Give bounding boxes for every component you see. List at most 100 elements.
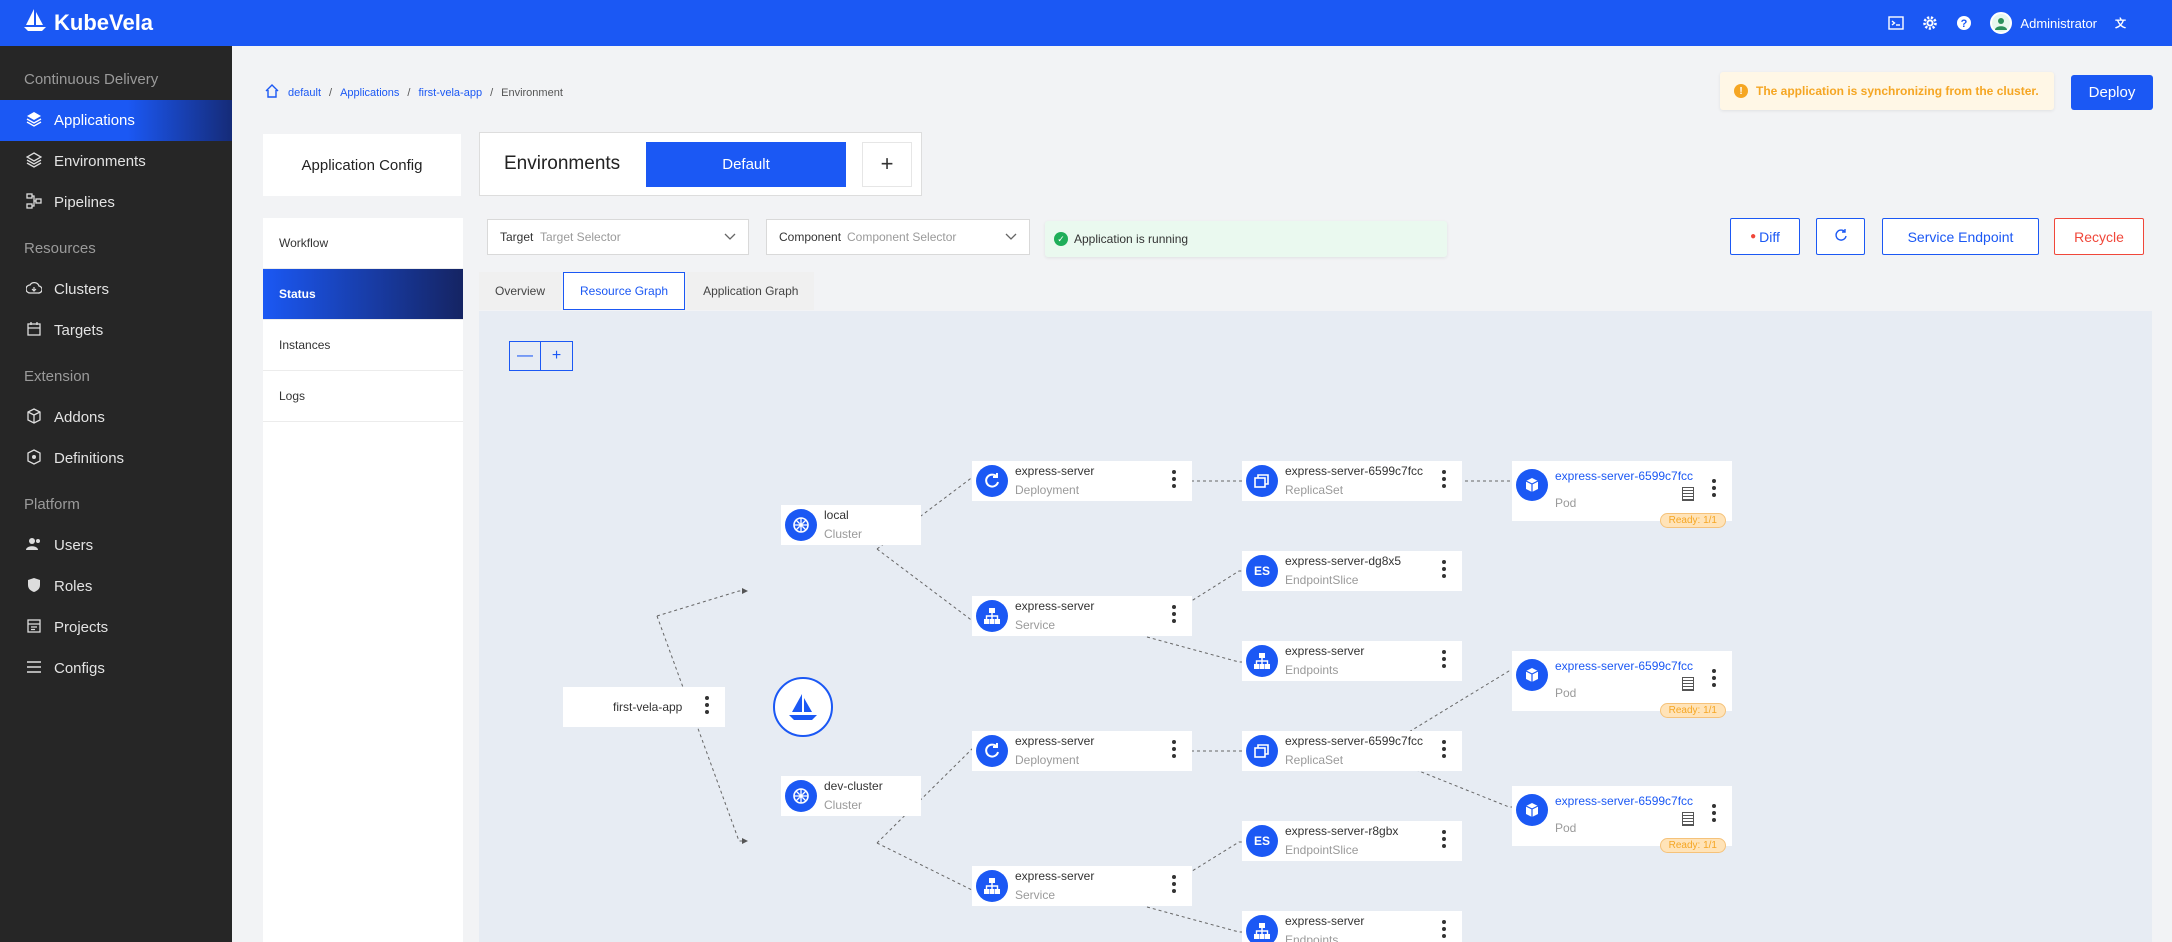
resource-graph[interactable]: — + f xyxy=(479,311,2152,942)
node-menu-icon[interactable] xyxy=(1172,740,1176,758)
sidebar-item-configs[interactable]: Configs xyxy=(0,648,232,689)
breadcrumb-current: Environment xyxy=(501,86,563,99)
node-name: express-server-r8gbx xyxy=(1285,824,1399,838)
graph-node-application[interactable]: first-vela-app xyxy=(563,687,725,727)
node-name: express-server-dg8x5 xyxy=(1285,554,1402,568)
node-menu-icon[interactable] xyxy=(1442,740,1446,758)
translate-icon[interactable]: 文 xyxy=(2115,18,2126,30)
sidebar-item-addons[interactable]: Addons xyxy=(0,397,232,438)
component-selector[interactable]: Component Component Selector xyxy=(766,219,1030,255)
node-menu-icon[interactable] xyxy=(1712,669,1716,687)
node-menu-icon[interactable] xyxy=(705,696,709,714)
help-icon[interactable]: ? xyxy=(1956,15,1972,31)
diff-button[interactable]: ● Diff xyxy=(1730,218,1800,255)
edge-local-to-service xyxy=(876,548,985,625)
svg-text:?: ? xyxy=(1961,18,1968,30)
sidebar-item-label: Targets xyxy=(54,322,104,339)
node-menu-icon[interactable] xyxy=(1172,605,1176,623)
node-menu-icon[interactable] xyxy=(1442,470,1446,488)
tab-overview[interactable]: Overview xyxy=(479,272,562,310)
endpointslice-icon: ES xyxy=(1246,555,1278,587)
running-status-text: Application is running xyxy=(1074,232,1189,246)
edge-service-to-endpoints xyxy=(1146,636,1255,665)
node-menu-icon[interactable] xyxy=(1442,830,1446,848)
sidebar-item-users[interactable]: Users xyxy=(0,525,232,566)
sidebar-item-label: Pipelines xyxy=(54,194,115,211)
log-icon[interactable] xyxy=(1682,677,1694,691)
sidebar-item-definitions[interactable]: Definitions xyxy=(0,438,232,479)
sidebar-item-pipelines[interactable]: Pipelines xyxy=(0,182,232,223)
sidebar-item-clusters[interactable]: Clusters xyxy=(0,269,232,310)
env-tab-default[interactable]: Default xyxy=(646,141,846,187)
service-endpoint-button[interactable]: Service Endpoint xyxy=(1882,218,2039,255)
kubernetes-icon xyxy=(785,780,817,812)
subnav-instances[interactable]: Instances xyxy=(263,320,463,371)
ready-badge: Ready: 1/1 xyxy=(1659,703,1726,718)
breadcrumb-link[interactable]: default xyxy=(288,86,322,99)
sidebar-item-targets[interactable]: Targets xyxy=(0,310,232,351)
tab-resource-graph[interactable]: Resource Graph xyxy=(563,272,686,310)
edge-app-to-dev-cluster xyxy=(656,615,748,844)
running-status: ✓ Application is running xyxy=(1045,221,1447,257)
home-icon[interactable] xyxy=(264,83,280,102)
sidebar-item-projects[interactable]: Projects xyxy=(0,607,232,648)
node-name: express-server xyxy=(1285,644,1365,658)
sidebar-item-applications[interactable]: Applications xyxy=(0,100,232,141)
recycle-button[interactable]: Recycle xyxy=(2054,218,2144,255)
node-name[interactable]: express-server-6599c7fcc xyxy=(1555,469,1694,483)
warning-icon: ! xyxy=(1734,84,1748,98)
subnav-status[interactable]: Status xyxy=(263,269,463,320)
sidebar-item-label: Configs xyxy=(54,660,105,677)
brand[interactable]: KubeVela xyxy=(22,7,153,39)
log-icon[interactable] xyxy=(1682,487,1694,501)
zoom-out-button[interactable]: — xyxy=(509,341,541,371)
application-config-card[interactable]: Application Config xyxy=(263,134,461,196)
breadcrumb-link[interactable]: Applications xyxy=(340,86,400,99)
node-menu-icon[interactable] xyxy=(1442,560,1446,578)
tab-application-graph[interactable]: Application Graph xyxy=(687,272,815,310)
node-name[interactable]: express-server-6599c7fcc xyxy=(1555,794,1694,808)
node-menu-icon[interactable] xyxy=(1442,650,1446,668)
add-environment-button[interactable]: + xyxy=(862,141,912,187)
zoom-in-button[interactable]: + xyxy=(541,341,573,371)
node-menu-icon[interactable] xyxy=(1712,479,1716,497)
user-menu[interactable]: Administrator xyxy=(1990,12,2097,34)
ready-badge: Ready: 1/1 xyxy=(1659,838,1726,853)
log-icon[interactable] xyxy=(1682,812,1694,826)
node-name[interactable]: express-server-6599c7fcc xyxy=(1555,659,1694,673)
sidebar-item-roles[interactable]: Roles xyxy=(0,566,232,607)
terminal-icon[interactable] xyxy=(1888,15,1905,31)
node-menu-icon[interactable] xyxy=(1172,470,1176,488)
component-selector-label: Component xyxy=(779,230,842,244)
subnav-workflow[interactable]: Workflow xyxy=(263,218,463,269)
breadcrumb-separator: / xyxy=(407,86,411,99)
sidebar-item-environments[interactable]: Environments xyxy=(0,141,232,182)
app-subnav: Workflow Status Instances Logs xyxy=(263,218,463,942)
node-menu-icon[interactable] xyxy=(1442,920,1446,938)
edge-dev-cluster-to-service xyxy=(876,842,985,894)
refresh-button[interactable] xyxy=(1816,218,1865,255)
breadcrumb-link[interactable]: first-vela-app xyxy=(418,86,483,99)
node-menu-icon[interactable] xyxy=(1712,804,1716,822)
deploy-button[interactable]: Deploy xyxy=(2071,75,2153,110)
subnav-logs[interactable]: Logs xyxy=(263,371,463,422)
target-selector[interactable]: Target Target Selector xyxy=(487,219,749,255)
gear-icon[interactable] xyxy=(1922,15,1938,31)
node-menu-icon[interactable] xyxy=(1172,875,1176,893)
clusters-icon xyxy=(25,280,43,300)
